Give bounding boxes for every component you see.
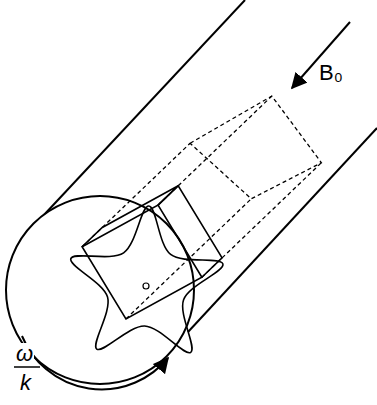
square-face xyxy=(82,205,202,319)
field-label: B₀ xyxy=(318,62,344,84)
side-face xyxy=(82,186,178,247)
far-face xyxy=(190,96,321,199)
star-profile xyxy=(71,206,223,353)
speed-denominator: k xyxy=(19,372,32,394)
tube-edge xyxy=(188,128,377,332)
side-face xyxy=(158,186,222,277)
speed-numerator: ω xyxy=(15,343,34,365)
tube-edge xyxy=(28,0,245,232)
field-arrow xyxy=(292,22,350,88)
fraction-bar xyxy=(14,366,40,368)
axis-dot xyxy=(143,283,149,289)
